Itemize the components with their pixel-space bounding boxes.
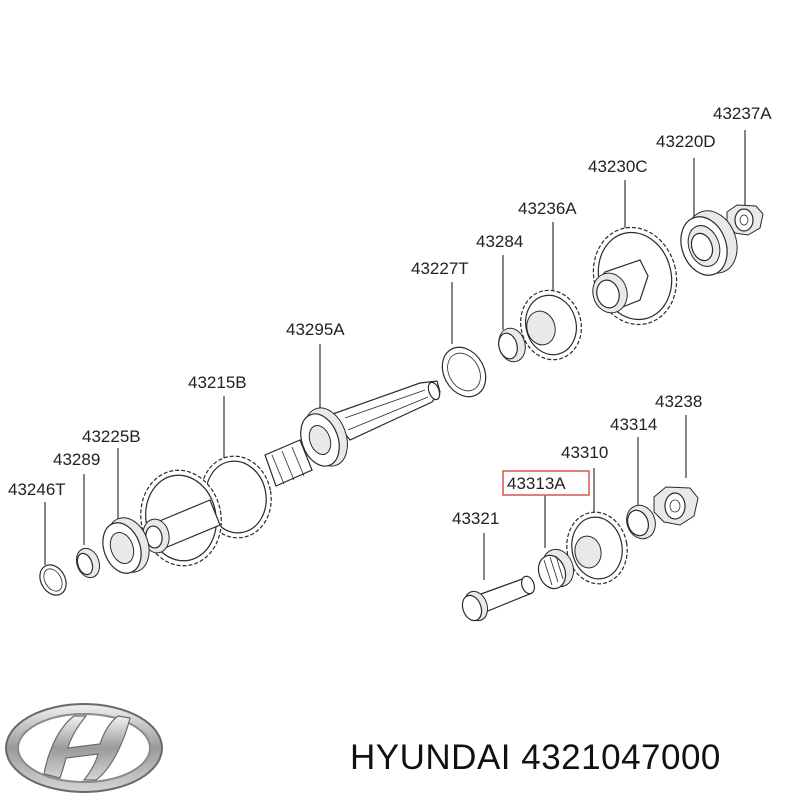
brand-part-number: HYUNDAI 4321047000 (350, 738, 721, 777)
label-43310: 43310 (561, 443, 608, 462)
ring-43284 (498, 327, 526, 363)
gear-43310 (566, 511, 628, 585)
shaft-43321 (461, 575, 536, 622)
needle-bearing-43313A (537, 548, 575, 590)
label-43225B: 43225B (82, 427, 141, 446)
label-43230C: 43230C (588, 157, 648, 176)
label-43289: 43289 (53, 450, 100, 469)
nut-43237A (726, 204, 764, 236)
label-43246T: 43246T (8, 480, 66, 499)
hyundai-logo (5, 703, 163, 793)
washer-43227T (441, 346, 487, 398)
gear-43215B (140, 455, 272, 567)
label-43313A: 43313A (507, 474, 566, 493)
label-43238: 43238 (655, 392, 702, 411)
ring-43314 (626, 504, 656, 540)
leader-lines (44, 130, 746, 580)
label-43215B: 43215B (188, 373, 247, 392)
gear-43230C (592, 226, 678, 326)
gear-43236A (520, 289, 582, 361)
label-43284: 43284 (476, 232, 523, 251)
label-43220D: 43220D (656, 132, 716, 151)
label-43314: 43314 (610, 415, 657, 434)
label-43295A: 43295A (286, 320, 345, 339)
highlight-box-43313A (502, 470, 590, 496)
label-43321: 43321 (452, 509, 499, 528)
ring-43289 (75, 547, 101, 579)
bearing-43225B (102, 517, 150, 574)
part-labels: 43237A 43220D 43230C 43236A 43284 43227T… (8, 104, 772, 528)
main-shaft-43295A (264, 380, 441, 487)
label-43237A: 43237A (713, 104, 772, 123)
bearing-43220D (680, 210, 738, 276)
label-43227T: 43227T (411, 259, 469, 278)
label-43236A: 43236A (518, 199, 577, 218)
nut-43238 (653, 486, 699, 526)
snap-ring-43246T (39, 564, 67, 596)
